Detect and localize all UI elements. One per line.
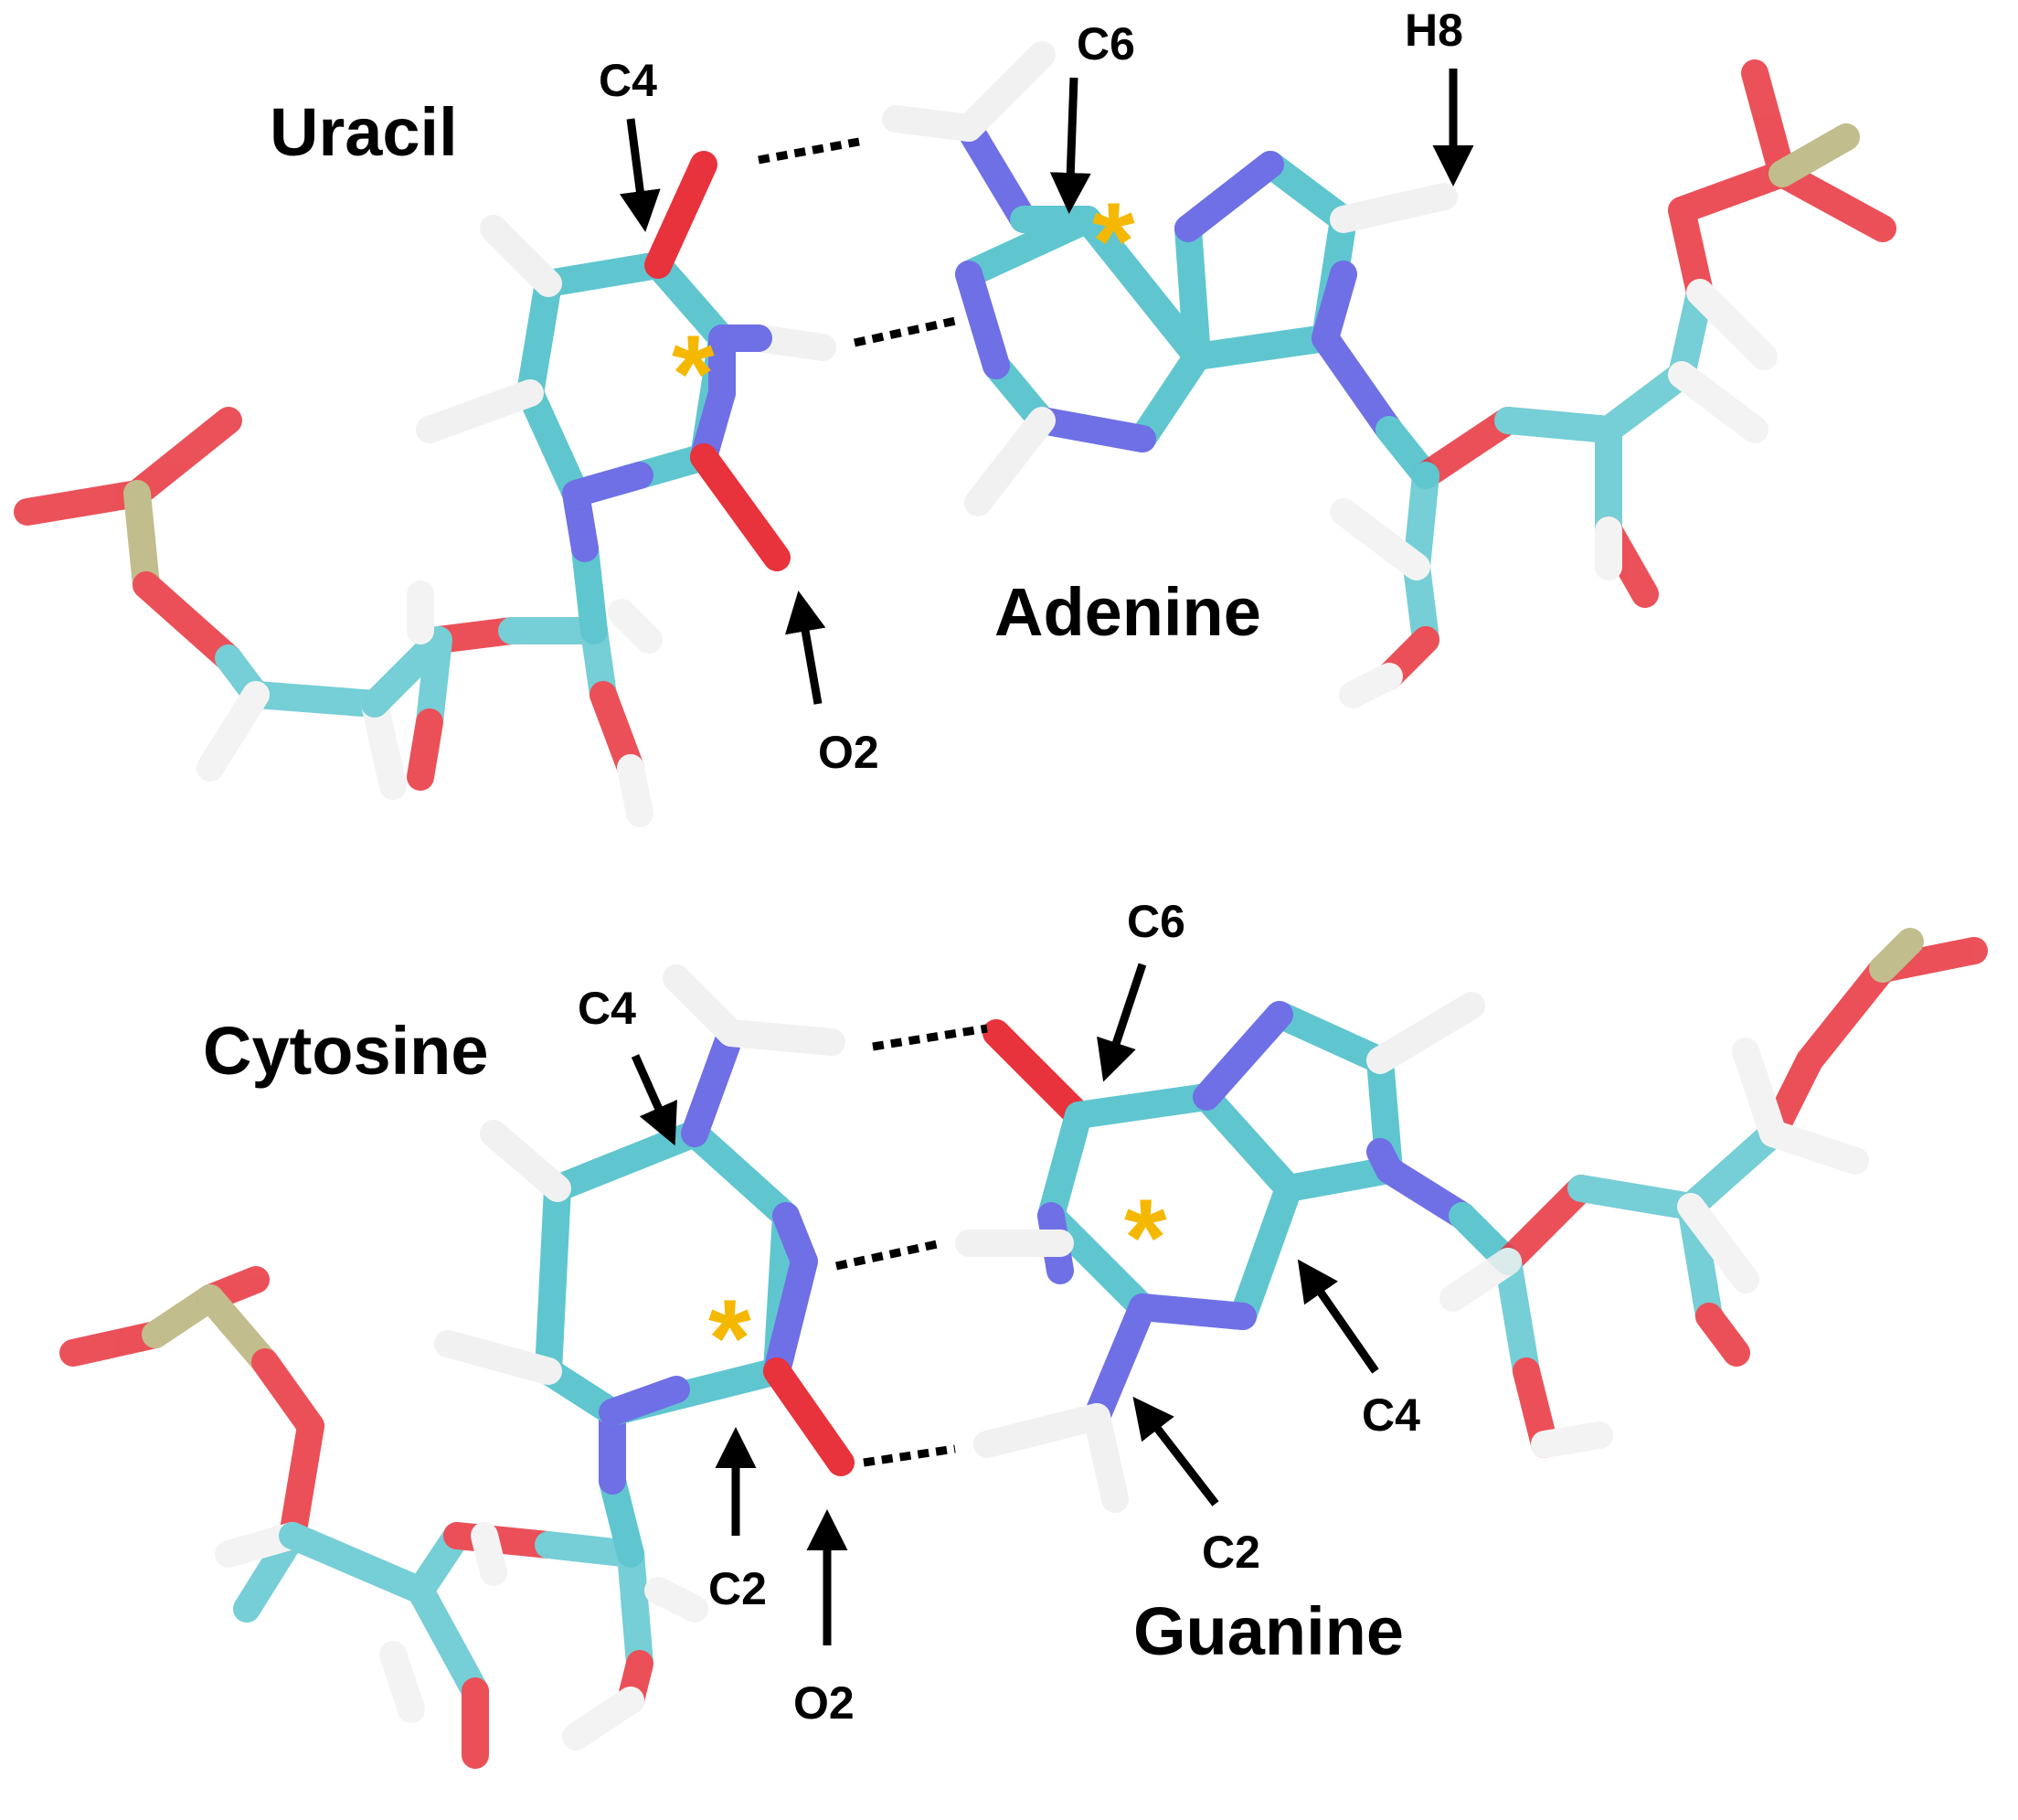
uracil-asterisk: * xyxy=(672,313,715,435)
cytosine-c2-label: C2 xyxy=(708,1563,767,1614)
cytosine-c4-label: C4 xyxy=(578,983,636,1034)
uracil-label: Uracil xyxy=(270,94,458,170)
cytosine-molecule xyxy=(59,964,855,1769)
arrow-uracil-c4 xyxy=(620,118,661,232)
guanine-molecule xyxy=(955,928,1988,1513)
cytosine-label: Cytosine xyxy=(203,1013,489,1089)
guanine-label: Guanine xyxy=(1133,1593,1404,1669)
bottom-hydrogen-bonds xyxy=(835,1024,988,1467)
adenine-h8-label: H8 xyxy=(1405,5,1463,56)
uracil-molecule xyxy=(14,151,836,827)
guanine-c6-label: C6 xyxy=(1127,896,1185,947)
adenine-c6-label: C6 xyxy=(1077,18,1135,69)
cytosine-o2-label: O2 xyxy=(793,1677,855,1729)
adenine-asterisk: * xyxy=(1092,180,1135,303)
adenine-molecule xyxy=(882,41,1896,708)
uracil-c4-label: C4 xyxy=(599,55,657,106)
arrow-uracil-o2 xyxy=(785,591,826,705)
guanine-asterisk: * xyxy=(1124,1176,1167,1299)
arrow-adenine-c6 xyxy=(1049,77,1091,214)
guanine-c2-label: C2 xyxy=(1202,1527,1260,1578)
arrow-guanine-c2 xyxy=(1132,1396,1219,1506)
uracil-o2-label: O2 xyxy=(818,727,879,778)
adenine-label: Adenine xyxy=(994,574,1261,650)
cytosine-asterisk: * xyxy=(708,1277,751,1400)
arrow-guanine-c4 xyxy=(1297,1259,1379,1374)
arrow-guanine-c6 xyxy=(1097,963,1147,1082)
top-hydrogen-bonds xyxy=(758,137,961,347)
annotation-arrows xyxy=(620,69,1474,1645)
guanine-c4-label: C4 xyxy=(1362,1389,1420,1441)
arrow-cytosine-c4 xyxy=(631,1054,677,1146)
